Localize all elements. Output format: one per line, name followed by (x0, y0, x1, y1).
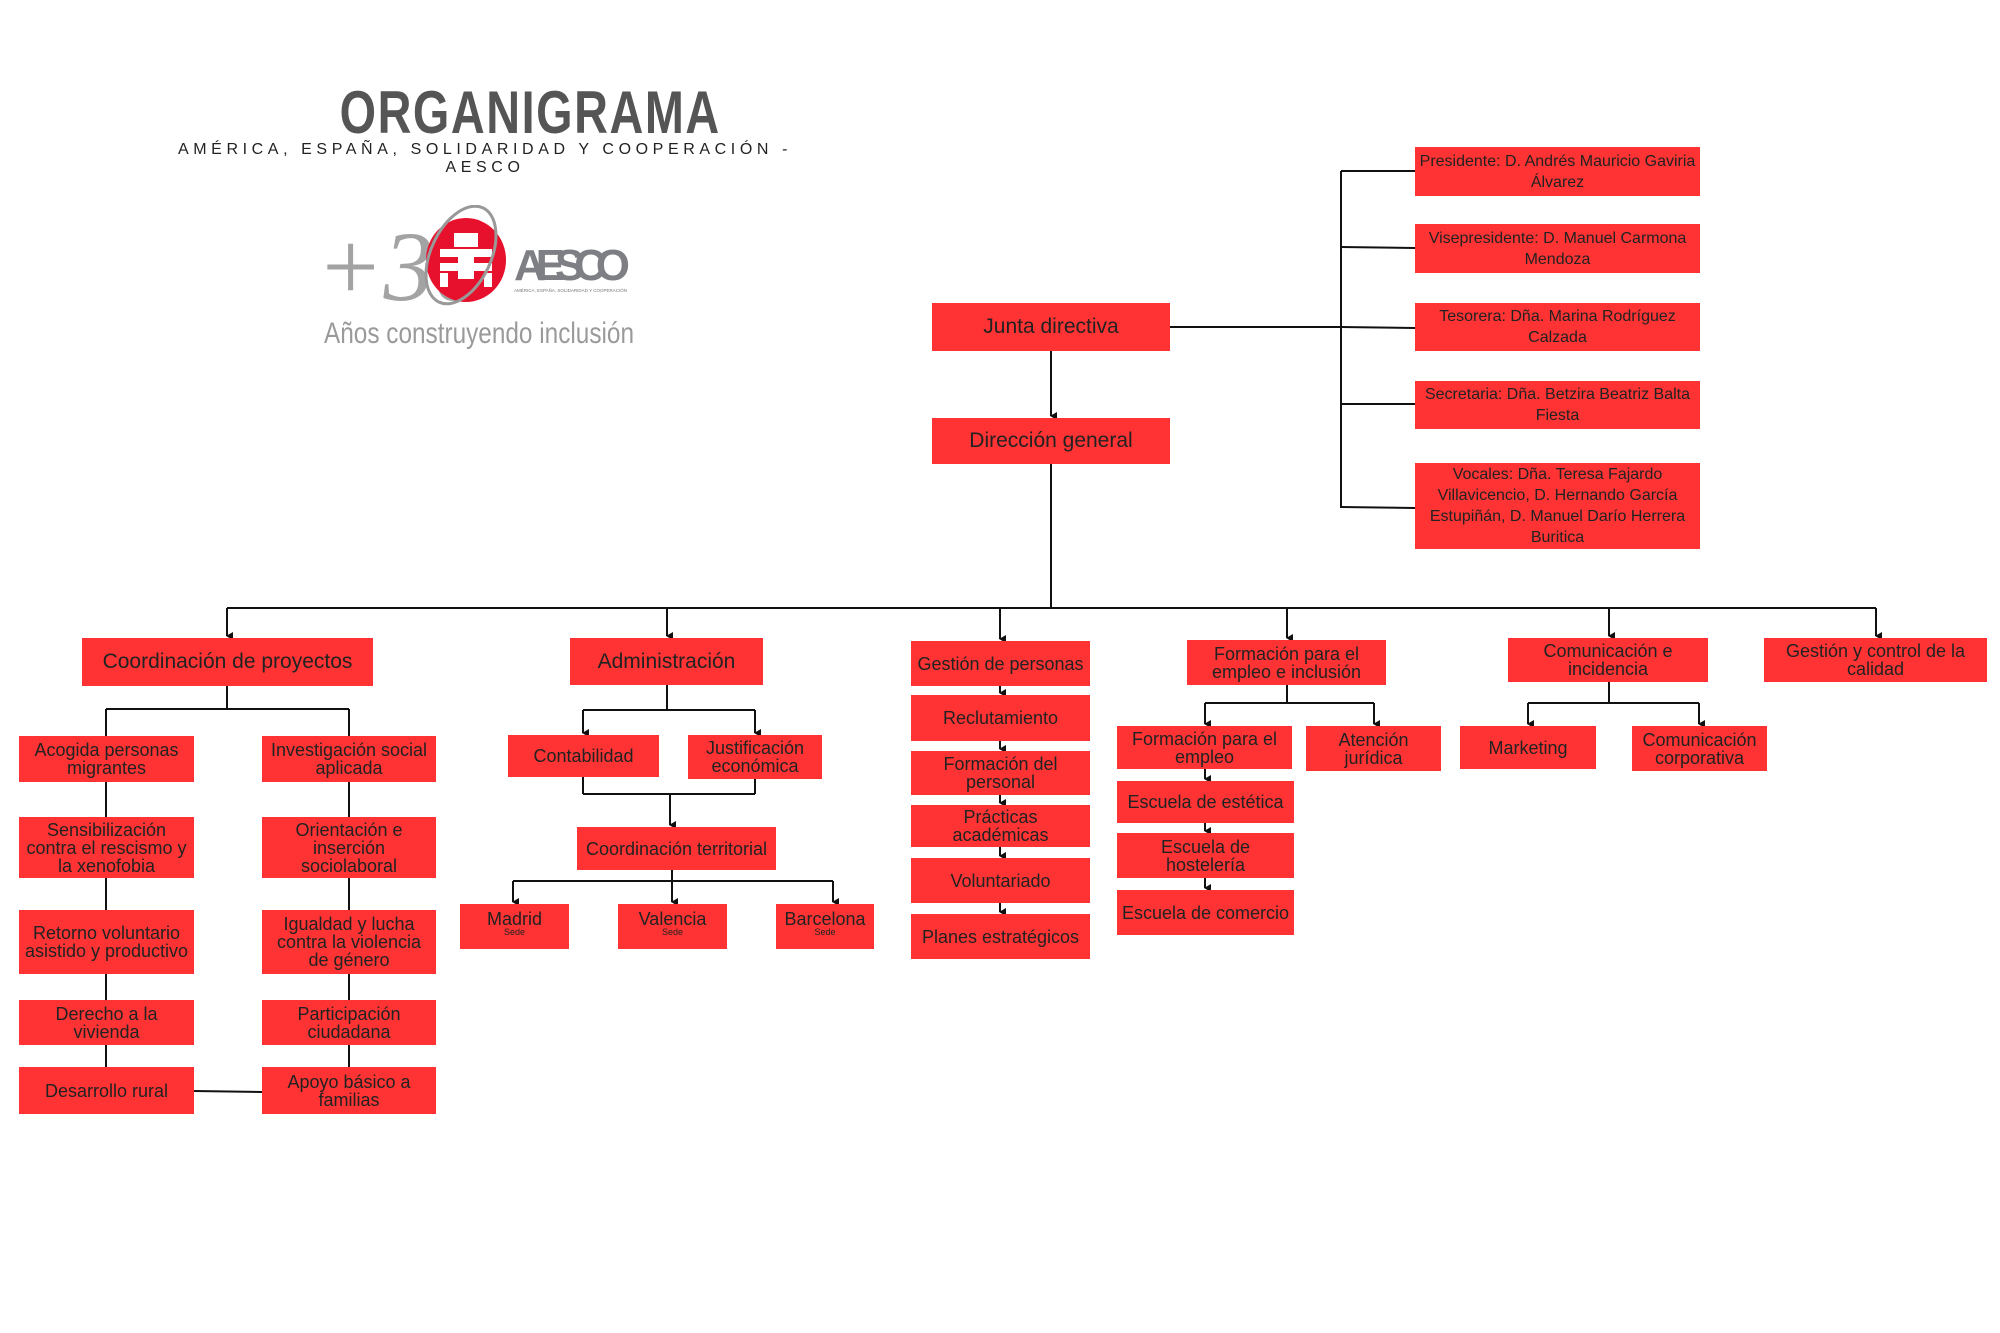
box-personas-2: Prácticas académicas (911, 805, 1090, 847)
box-marketing: Marketing (1460, 726, 1596, 769)
box-personas-0: Reclutamiento (911, 695, 1090, 741)
box-escuela-comercio: Escuela de comercio (1117, 890, 1294, 935)
box-contabilidad: Contabilidad (508, 735, 659, 777)
box-administracion: Administración (570, 638, 763, 685)
box-coordinacion-territorial: Coordinación territorial (577, 827, 776, 870)
box-proyecto-right-4: Apoyo básico a familias (262, 1067, 436, 1114)
page-subtitle: AMÉRICA, ESPAÑA, SOLIDARIDAD Y COOPERACI… (177, 141, 793, 176)
box-comunicacion-incidencia: Comunicación e incidencia (1508, 638, 1708, 682)
logo-figure-icon (440, 233, 492, 287)
box-label: Voluntariado (950, 870, 1051, 891)
box-vicepresidente: Visepresidente: D. Manuel Carmona Mendoz… (1415, 224, 1700, 273)
box-label: Escuela de estética (1127, 792, 1284, 812)
connector-line (1340, 246, 1416, 249)
box-label: Apoyo básico a familias (287, 1071, 411, 1110)
box-label: Prácticas académicas (952, 807, 1049, 845)
box-label: Gestión y control de la calidad (1785, 641, 1966, 679)
box-label: Atención jurídica (1338, 729, 1409, 768)
box-label: Escuela de hostelería (1160, 836, 1251, 875)
box-label: Presidente: D. Andrés Mauricio Gaviria Á… (1419, 152, 1696, 191)
box-label: Tesorera: Dña. Marina Rodríguez Calzada (1439, 308, 1676, 346)
box-label: Coordinación territorial (585, 838, 768, 859)
box-proyecto-left-3: Derecho a la vivienda (19, 1000, 194, 1045)
box-formacion-para-el-empleo: Formación para el empleo (1117, 726, 1292, 769)
box-direccion-general: Dirección general (932, 418, 1170, 464)
box-label: Participación ciudadana (297, 1003, 401, 1042)
box-presidente: Presidente: D. Andrés Mauricio Gaviria Á… (1415, 147, 1700, 196)
box-label: Vocales: Dña. Teresa Fajardo Villavicenc… (1429, 466, 1686, 546)
box-personas-1: Formación del personal (911, 751, 1090, 795)
box-label: Visepresidente: D. Manuel Carmona Mendoz… (1428, 229, 1687, 268)
box-personas-4: Planes estratégicos (911, 914, 1090, 959)
box-label: Retorno voluntario asistido y productivo (24, 923, 189, 961)
box-escuela-estetica: Escuela de estética (1117, 781, 1294, 823)
box-label: Marketing (1488, 737, 1568, 758)
box-label: Administración (597, 649, 736, 673)
sede-city: Barcelona (784, 909, 866, 929)
logo-slogan: Años construyendo inclusión (324, 317, 634, 350)
sede-city: Valencia (638, 909, 707, 929)
box-label: Coordinación de proyectos (102, 650, 353, 673)
box-label: Comunicación e incidencia (1543, 641, 1673, 679)
box-label: Igualdad y lucha contra la violencia de … (276, 914, 422, 970)
box-proyecto-right-1: Orientación e inserción sociolaboral (262, 817, 436, 878)
box-proyecto-left-4: Desarrollo rural (19, 1067, 194, 1114)
box-label: Justificación económica (705, 738, 805, 776)
connector-line (193, 1090, 263, 1093)
box-atencion-juridica: Atención jurídica (1306, 726, 1441, 771)
box-label: Gestión de personas (917, 653, 1084, 674)
box-label: Investigación social aplicada (270, 740, 428, 778)
sede-city: Madrid (486, 909, 543, 929)
box-label: Secretaria: Dña. Betzira Beatriz Balta F… (1424, 386, 1690, 424)
box-label: Planes estratégicos (921, 926, 1080, 947)
box-proyecto-left-0: Acogida personas migrantes (19, 736, 194, 782)
box-label: Escuela de comercio (1121, 902, 1290, 923)
box-label: Sensibilización contra el rescismo y la … (26, 819, 187, 876)
box-label: Formación para el empleo (1131, 728, 1278, 767)
box-label: Acogida personas migrantes (34, 740, 179, 778)
box-proyecto-left-2: Retorno voluntario asistido y productivo (19, 910, 194, 974)
box-justificacion-economica: Justificación económica (688, 735, 822, 779)
box-proyecto-right-2: Igualdad y lucha contra la violencia de … (262, 910, 436, 974)
connector-line (1340, 326, 1416, 329)
box-proyecto-left-1: Sensibilización contra el rescismo y la … (19, 817, 194, 878)
box-label: Comunicación corporativa (1642, 729, 1757, 768)
box-label: Derecho a la vivienda (55, 1003, 158, 1042)
box-label: Junta directiva (983, 315, 1119, 338)
box-coordinacion-proyectos: Coordinación de proyectos (82, 638, 373, 686)
box-label: Formación para el empleo e inclusión (1211, 643, 1362, 682)
box-junta-directiva: Junta directiva (932, 303, 1170, 351)
box-formacion-empleo-inclusion: Formación para el empleo e inclusión (1187, 640, 1386, 685)
box-gestion-calidad: Gestión y control de la calidad (1764, 638, 1987, 682)
box-gestion-personas: Gestión de personas (911, 641, 1090, 686)
connector-line (1340, 506, 1416, 509)
logo-brand-tagline: AMÉRICA, ESPAÑA, SOLIDARIDAD Y COOPERACI… (514, 287, 627, 293)
box-label: Desarrollo rural (44, 1080, 169, 1101)
box-tesorera: Tesorera: Dña. Marina Rodríguez Calzada (1415, 303, 1700, 351)
box-label: Reclutamiento (942, 708, 1059, 728)
box-vocales: Vocales: Dña. Teresa Fajardo Villavicenc… (1415, 463, 1700, 549)
box-comunicacion-corporativa: Comunicación corporativa (1632, 726, 1767, 771)
box-label: Contabilidad (533, 746, 634, 766)
aesco-logo: +30 AESCO AMÉRICA, ESPAÑA, SOLIDARIDAD Y… (316, 205, 634, 350)
box-label: Formación del personal (943, 754, 1058, 792)
sede-tag: Sede (814, 927, 836, 937)
box-proyecto-right-3: Participación ciudadana (262, 1000, 436, 1045)
sede-tag: Sede (503, 927, 526, 937)
box-personas-3: Voluntariado (911, 858, 1090, 903)
box-proyecto-right-0: Investigación social aplicada (262, 736, 436, 782)
logo-brand: AESCO (514, 241, 634, 290)
sede-tag: Sede (661, 927, 684, 937)
box-secretaria: Secretaria: Dña. Betzira Beatriz Balta F… (1415, 381, 1700, 429)
box-label: Orientación e inserción sociolaboral (295, 819, 403, 876)
box-escuela-hosteleria: Escuela de hostelería (1117, 833, 1294, 878)
box-label: Dirección general (969, 429, 1133, 452)
